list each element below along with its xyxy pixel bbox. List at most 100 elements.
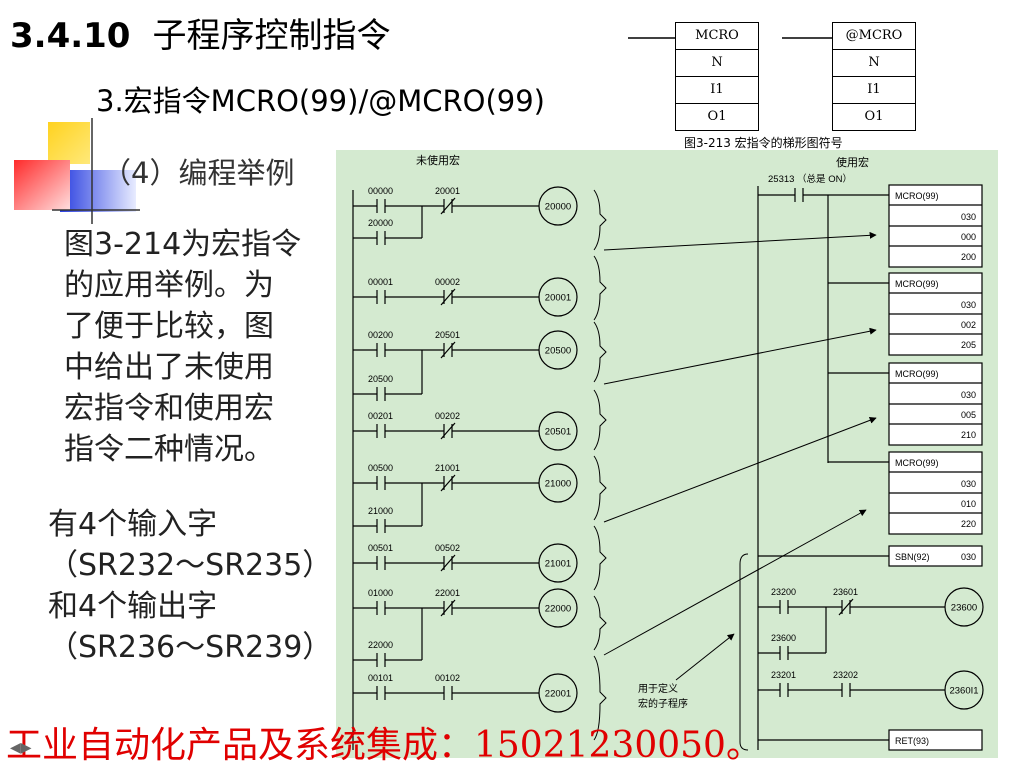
coil-label: 21001 [545, 559, 571, 570]
contact-label: 23600 [771, 633, 796, 643]
prev-slide-icon[interactable]: ◀ [10, 740, 21, 756]
coil-label: 22000 [545, 604, 571, 615]
paragraph-line: 指令二种情况。 [64, 432, 274, 467]
step-label: （4）编程举例 [102, 156, 295, 190]
coil-label: 21000 [545, 479, 571, 490]
contact-label: 23200 [771, 587, 796, 597]
decorative-squares [14, 118, 140, 224]
macro-block-value: 030 [961, 300, 976, 310]
sbn-value: 030 [961, 552, 976, 562]
output-coil [538, 673, 578, 713]
contact-slash [838, 598, 854, 616]
output-coil [538, 277, 578, 317]
paragraph-line: （SR232～SR235） [48, 548, 333, 583]
paragraph-line: （SR236～SR239） [48, 630, 333, 665]
macro-block-value: 002 [961, 320, 976, 330]
contact-label: 23201 [771, 670, 796, 680]
contact-label: 22001 [435, 588, 460, 598]
symbol-input-lines [628, 37, 832, 39]
sbn-label: SBN(92) [895, 552, 930, 562]
coil-label: 23600 [951, 603, 977, 614]
deco-blue-square [60, 170, 136, 212]
contact-label: 21000 [368, 506, 393, 516]
output-coil [538, 186, 578, 226]
symbol-row: O1 [864, 109, 884, 124]
output-coil [944, 670, 984, 710]
ret-label: RET(93) [895, 736, 929, 746]
contact-label: 00200 [368, 330, 393, 340]
contact-label: 20500 [368, 374, 393, 384]
symbol-row: I1 [676, 77, 758, 104]
subroutine-bracket [739, 553, 749, 751]
contact-label: 00201 [368, 411, 393, 421]
output-coil [538, 330, 578, 370]
paragraph-line: 图3-214为宏指令 [64, 227, 302, 262]
contact-label: 00000 [368, 186, 393, 196]
symbol-row: O1 [707, 109, 727, 124]
at-mcro-symbol-box: @MCRO N I1 O1 [832, 22, 916, 131]
annotation-line-1: 用于定义 [638, 682, 678, 695]
macro-block-value: 010 [961, 499, 976, 509]
contact-label: 00202 [435, 411, 460, 421]
macro-block-value: 030 [961, 390, 976, 400]
mcro-symbol-box: MCRO N I1 O1 [675, 22, 759, 131]
coil-label: 20501 [545, 427, 571, 438]
contact-label: 00001 [368, 277, 393, 287]
contact-slash [440, 197, 456, 215]
arrow [603, 327, 877, 385]
macro-block-label: MCRO(99) [895, 191, 939, 201]
output-coil [538, 588, 578, 628]
io-words-paragraph: 有4个输入字 （SR232～SR235） 和4个输出字 （SR236～SR239… [48, 504, 332, 668]
contact-slash [440, 288, 456, 306]
symbol-row: I1 [833, 77, 915, 104]
output-coil [538, 463, 578, 503]
output-coil [538, 411, 578, 451]
contact-label: 00002 [435, 277, 460, 287]
macro-block-value: 000 [961, 232, 976, 242]
symbol-row: N [833, 50, 915, 77]
paragraph-line: 宏指令和使用宏 [64, 391, 274, 426]
macro-block-value: 005 [961, 410, 976, 420]
contact-label: 00502 [435, 543, 460, 553]
paragraph-line: 的应用举例。为 [64, 268, 274, 303]
coil-label: 20001 [545, 293, 571, 304]
macro-block-value: 220 [961, 519, 976, 529]
section-number: 3.4.10 [10, 16, 131, 56]
coil-label: 20500 [545, 346, 571, 357]
arrow [603, 231, 877, 251]
footer-contact: 工业自动化产品及系统集成：15021230050。 [6, 725, 762, 766]
paragraph-line: 中给出了未使用 [64, 350, 274, 385]
contact-label: 20000 [368, 218, 393, 228]
contact-label: 00500 [368, 463, 393, 473]
macro-block-value: 210 [961, 430, 976, 440]
contact-slash [440, 474, 456, 492]
paragraph-line: 了便于比较，图 [64, 309, 274, 344]
curly-brace [593, 525, 607, 591]
coil-label: 20000 [545, 202, 571, 213]
contact-label: 23202 [833, 670, 858, 680]
always-on-label: 25313 （总是 ON） [768, 173, 852, 185]
curly-brace [593, 255, 607, 321]
subtitle: 3.宏指令MCRO(99)/@MCRO(99) [96, 84, 545, 118]
curly-brace [593, 389, 607, 451]
symbol-figure-caption: 图3-213 宏指令的梯形图符号 [684, 136, 843, 150]
slide-nav-icons[interactable]: ◀▶ [10, 740, 32, 756]
curly-brace [593, 321, 607, 383]
output-coil [538, 543, 578, 583]
coil-label: 22001 [545, 689, 571, 700]
coil-label: 2360I1 [949, 686, 978, 697]
macro-block-label: MCRO(99) [895, 369, 939, 379]
macro-block-value: 030 [961, 479, 976, 489]
next-slide-icon[interactable]: ▶ [20, 740, 32, 756]
curly-brace [593, 455, 607, 521]
arrow [603, 416, 877, 523]
contact-label: 00501 [368, 543, 393, 553]
curly-brace [593, 189, 607, 251]
deco-red-square [14, 160, 70, 210]
annotation-line-2: 宏的子程序 [638, 697, 688, 710]
output-coil [944, 587, 984, 627]
contact-label: 00101 [368, 673, 393, 683]
contact-label: 01000 [368, 588, 393, 598]
macro-block-label: MCRO(99) [895, 279, 939, 289]
